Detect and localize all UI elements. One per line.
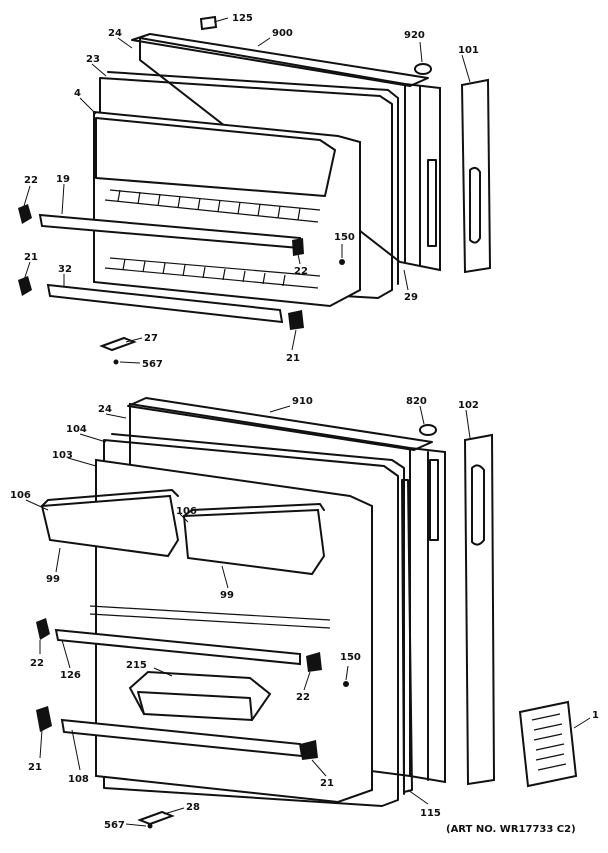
bracket-21-right (288, 310, 304, 330)
callout-labels: 125 900 920 101 24 23 4 22 19 150 22 21 … (10, 13, 599, 835)
bracket-22-lower-right (306, 652, 322, 672)
label-22-top-right: 22 (294, 266, 308, 277)
label-150-bottom: 150 (340, 652, 361, 663)
label-99-left: 99 (46, 574, 60, 585)
label-23: 23 (86, 54, 100, 65)
label-102: 102 (458, 400, 479, 411)
label-150-top: 150 (334, 232, 355, 243)
shelf-bar-32 (46, 283, 284, 324)
part-125-shape (199, 15, 218, 31)
label-99-center: 99 (220, 590, 234, 601)
bin-106-right (182, 508, 326, 576)
label-21-top-right: 21 (286, 353, 300, 364)
bracket-22-right (292, 238, 304, 256)
label-19: 19 (56, 174, 70, 185)
bracket-22-lower-left (36, 618, 50, 640)
label-910: 910 (292, 396, 313, 407)
screw-150 (339, 259, 345, 265)
label-106-center: 106 (176, 506, 197, 517)
bracket-21-lower-left (36, 706, 52, 732)
label-4: 4 (74, 88, 81, 99)
trim-102 (463, 433, 496, 786)
label-24-top: 24 (108, 28, 122, 39)
screw-567a (113, 359, 119, 365)
label-21-lower-left: 21 (28, 762, 42, 773)
shelf-bar-126 (54, 628, 301, 666)
label-21-top-left: 21 (24, 252, 38, 263)
label-567-top: 567 (142, 359, 163, 370)
label-22-lower-left: 22 (30, 658, 44, 669)
label-101: 101 (458, 45, 479, 56)
leader-lines (23, 17, 591, 827)
label-567-bottom: 567 (104, 820, 125, 831)
screw-150b (343, 681, 349, 687)
freezer-door-assembly (18, 15, 492, 365)
label-106-left: 106 (10, 490, 31, 501)
label-22-lower-right: 22 (296, 692, 310, 703)
label-28: 28 (186, 802, 200, 813)
label-21-lower-right: 21 (320, 778, 334, 789)
bracket-22-left (18, 204, 32, 224)
clip-27 (99, 336, 137, 352)
label-27: 27 (144, 333, 158, 344)
shelf-ribs-upper (104, 189, 321, 223)
label-215: 215 (126, 660, 147, 671)
label-32: 32 (58, 264, 72, 275)
clip-28 (137, 810, 175, 826)
label-900: 900 (272, 28, 293, 39)
label-103: 103 (52, 450, 73, 461)
label-1: 1 (592, 710, 599, 721)
manual-text-lines (531, 713, 567, 771)
fresh-food-door-assembly (36, 397, 578, 829)
bin-106-left (40, 494, 180, 558)
inner-liner-4 (93, 110, 361, 308)
screw-567b (147, 823, 153, 829)
label-104: 104 (66, 424, 87, 435)
art-number: (ART NO. WR17733 C2) (446, 824, 576, 835)
shelf-ribs-lower (104, 257, 321, 289)
label-108: 108 (68, 774, 89, 785)
label-24-bottom: 24 (98, 404, 112, 415)
label-125: 125 (232, 13, 253, 24)
label-22-top-left: 22 (24, 175, 38, 186)
label-126: 126 (60, 670, 81, 681)
label-920: 920 (404, 30, 425, 41)
bracket-21-left (18, 276, 32, 296)
label-820: 820 (406, 396, 427, 407)
manual-1 (518, 700, 578, 788)
label-29: 29 (404, 292, 418, 303)
label-115: 115 (420, 808, 441, 819)
bracket-21-lower-right (300, 740, 318, 760)
